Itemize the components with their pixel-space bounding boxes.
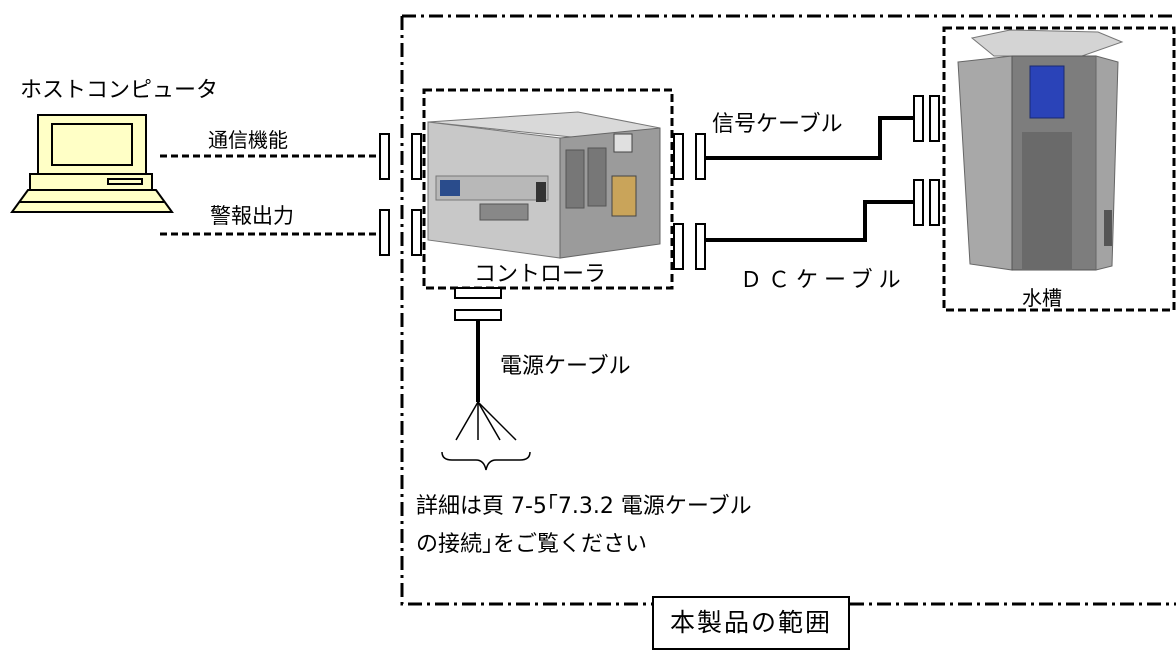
power-plug-wires <box>441 401 531 471</box>
controller-label: コントローラ <box>474 262 607 287</box>
controller-boundary <box>422 88 674 290</box>
product-scope-label: 本製品の範囲 <box>652 596 850 650</box>
dc-cable-label: ＤＣケーブル <box>740 268 907 293</box>
host-computer-icon <box>10 114 174 213</box>
diagram-canvas <box>10 14 1176 606</box>
signal-cable-line <box>705 116 914 160</box>
power-cable-note: 詳細は頁 7-5｢7.3.2 電源ケーブルの接続｣をご覧ください <box>416 494 752 557</box>
product-scope-boundary <box>400 14 1176 606</box>
power-cable-label: 電源ケーブル <box>500 354 631 379</box>
signal-connector-controller <box>673 133 706 180</box>
dc-cable-line <box>705 200 914 242</box>
water-tank-boundary <box>942 26 1176 312</box>
water-tank-label: 水槽 <box>1022 286 1062 310</box>
dc-connector-controller <box>673 223 706 270</box>
system-connection-diagram: ホストコンピュータ 通信機能 警報出力 信号ケーブル コントローラ ＤＣケーブル… <box>10 14 1176 650</box>
dc-connector-tank <box>913 179 940 226</box>
host-computer-label: ホストコンピュータ <box>20 78 219 103</box>
signal-connector-tank <box>913 95 940 142</box>
power-connector <box>454 287 502 321</box>
water-tank-device-icon <box>957 29 1124 271</box>
comm-connector <box>379 133 422 180</box>
controller-device-icon <box>427 111 661 259</box>
alarm-output-label: 警報出力 <box>210 204 294 228</box>
alarm-connector <box>379 209 422 256</box>
comm-function-label: 通信機能 <box>208 128 288 152</box>
signal-cable-label: 信号ケーブル <box>712 112 843 137</box>
